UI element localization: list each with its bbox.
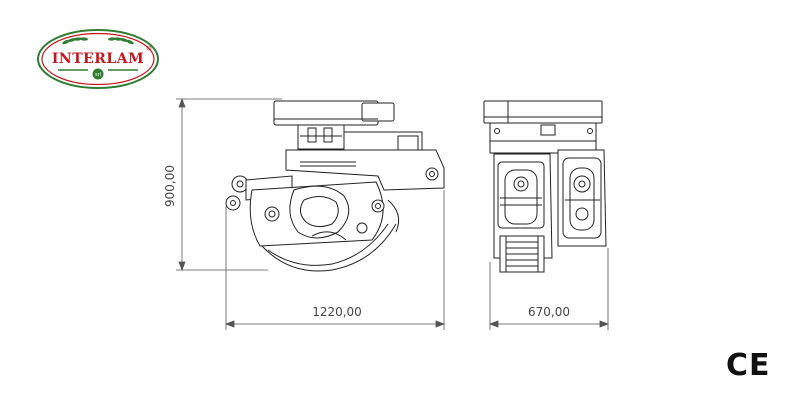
dim-width-front-label: 670,00 [528, 305, 570, 319]
front-view [483, 100, 607, 273]
interlam-logo: INTERLAM srl [37, 29, 159, 89]
dim-height-label: 900,00 [163, 165, 177, 207]
laurel-left-icon [62, 37, 88, 45]
laurel-right-icon [108, 37, 134, 45]
logo-brand-text: INTERLAM [52, 51, 144, 67]
dim-width-side-label: 1220,00 [312, 305, 362, 319]
logo-badge-text: srl [95, 72, 101, 78]
ce-certification-mark: CE [726, 348, 771, 383]
dimension-lines [176, 97, 610, 330]
side-view [225, 100, 445, 272]
